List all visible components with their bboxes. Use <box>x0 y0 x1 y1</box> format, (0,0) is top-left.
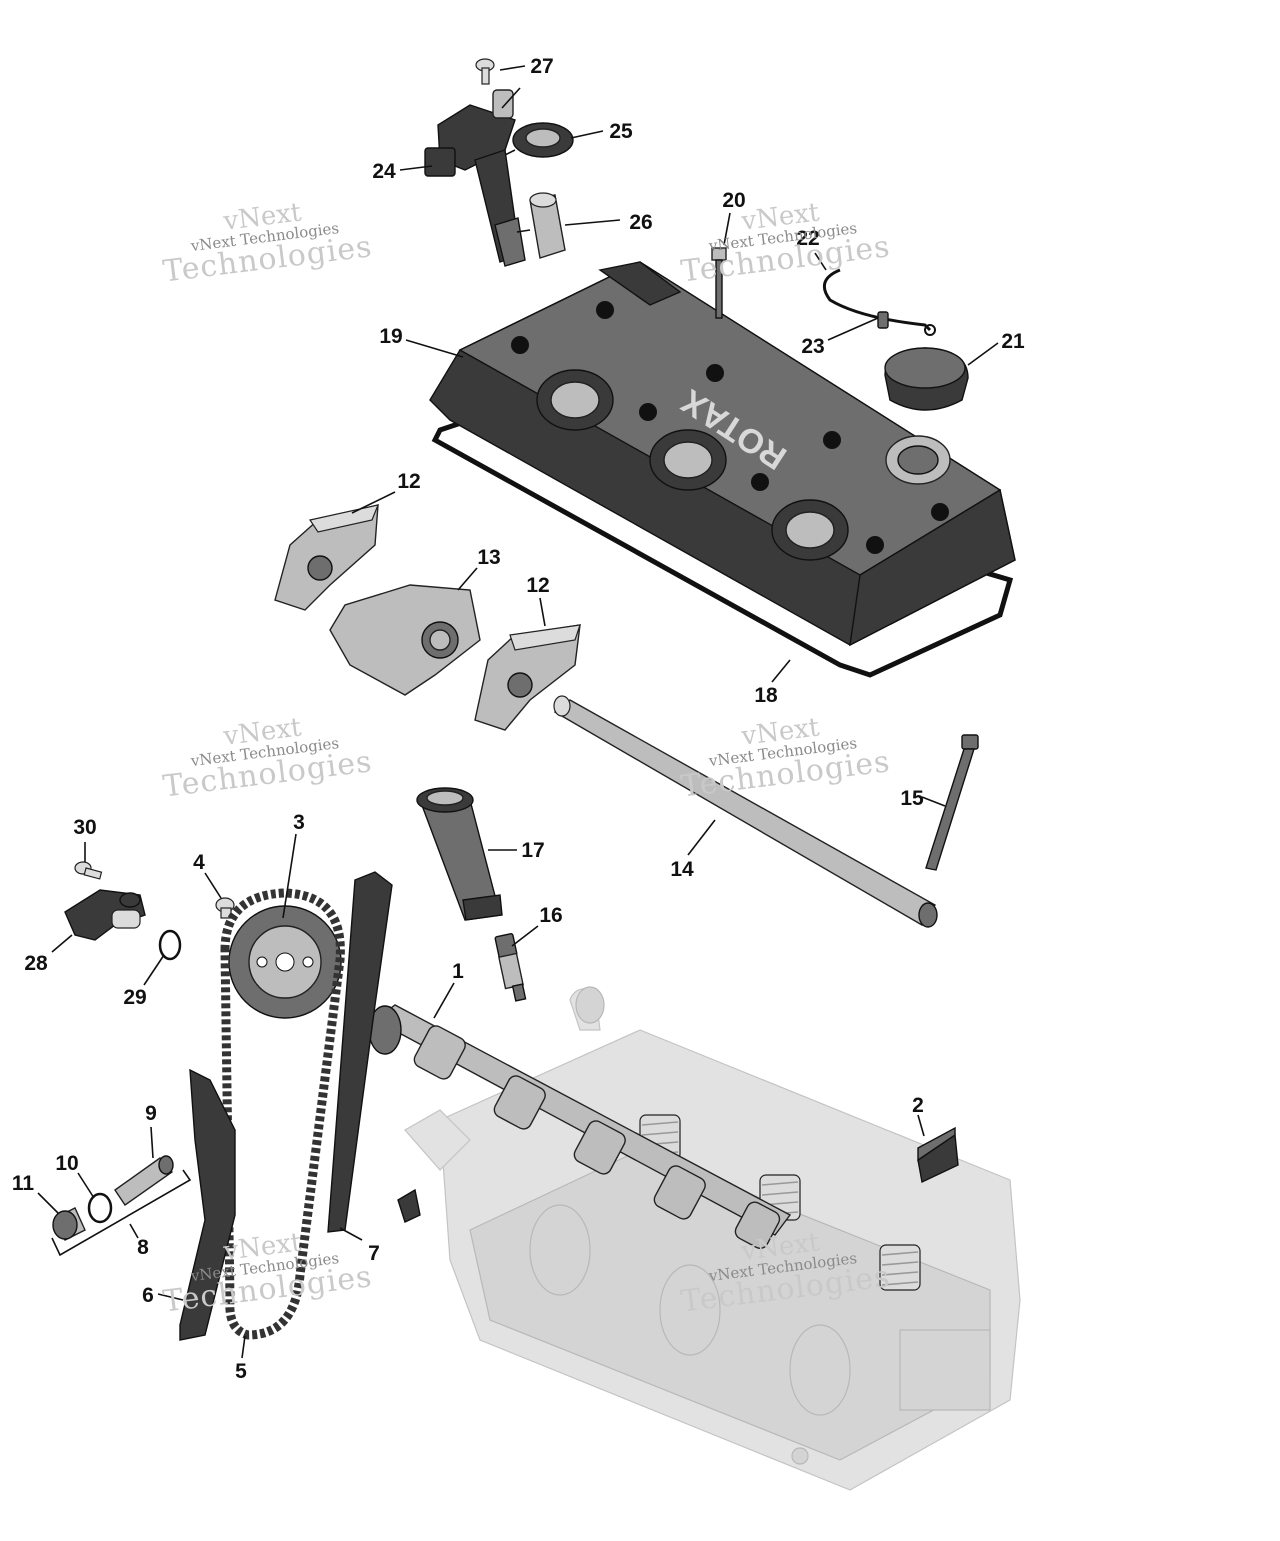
cam-sprocket <box>228 905 342 1019</box>
spark-plug-tube <box>416 787 503 921</box>
rocker-shaft <box>553 695 938 928</box>
sensor-bolt <box>74 861 103 880</box>
callout-5: 5 <box>235 1360 247 1383</box>
callout-30: 30 <box>73 816 96 839</box>
stud-bolt <box>711 247 727 319</box>
callout-25: 25 <box>609 120 633 143</box>
callout-22: 22 <box>796 227 819 250</box>
tensioner-plunger <box>114 1155 174 1206</box>
callout-3: 3 <box>293 811 305 834</box>
tensioner-guide <box>179 1068 236 1341</box>
callout-1: 1 <box>452 960 464 983</box>
callout-15: 15 <box>900 787 924 810</box>
callout-7: 7 <box>368 1242 380 1265</box>
oil-filler-cap <box>884 347 969 411</box>
sprocket-bolt <box>215 897 235 919</box>
long-bolt <box>925 734 979 871</box>
callout-21: 21 <box>1001 330 1025 353</box>
callouts: 1 2 3 4 5 6 7 8 9 10 11 12 12 13 14 15 1… <box>12 55 1025 1383</box>
leader-lines <box>37 65 999 1359</box>
callout-24: 24 <box>372 160 396 183</box>
callout-2: 2 <box>912 1094 924 1117</box>
callout-27: 27 <box>530 55 553 78</box>
chain-guide <box>327 871 393 1233</box>
rocker-arm-right <box>474 624 581 731</box>
callout-12b: 12 <box>526 574 549 597</box>
coil-boot <box>529 192 566 259</box>
timing-chain <box>220 888 345 1340</box>
callout-11: 11 <box>12 1172 35 1195</box>
valve-spring-3 <box>879 1244 921 1291</box>
sensor-o-ring <box>158 929 182 961</box>
rocker-arm-left <box>274 504 379 611</box>
tensioner-assembly-bracket <box>51 1169 192 1257</box>
valve-cover: ROTAX <box>429 261 1016 647</box>
coil-bolt <box>475 58 495 85</box>
ignition-coil <box>424 89 526 267</box>
tensioner-plug <box>52 1207 86 1241</box>
callout-8: 8 <box>137 1236 149 1259</box>
callout-16: 16 <box>539 904 562 927</box>
callout-29: 29 <box>123 986 146 1009</box>
tether-clip <box>877 311 889 329</box>
callout-19: 19 <box>379 325 402 348</box>
coil-seal <box>512 122 574 158</box>
callout-20: 20 <box>722 189 745 212</box>
camshaft-position-sensor <box>64 889 146 941</box>
callout-23: 23 <box>801 335 824 358</box>
callout-10: 10 <box>55 1152 78 1175</box>
callout-14: 14 <box>670 858 694 881</box>
tensioner-o-ring <box>87 1192 113 1224</box>
callout-26: 26 <box>629 211 652 234</box>
head-sensor <box>397 1188 421 1223</box>
callout-6: 6 <box>142 1284 154 1307</box>
callout-12a: 12 <box>397 470 420 493</box>
rocker-arm-center <box>329 584 481 696</box>
camshaft <box>368 1004 792 1249</box>
callout-9: 9 <box>145 1102 157 1125</box>
callout-18: 18 <box>754 684 778 707</box>
callout-28: 28 <box>24 952 48 975</box>
spark-plug <box>494 933 527 1002</box>
callout-4: 4 <box>193 851 205 874</box>
tether-strap <box>822 268 932 332</box>
rubber-pad <box>917 1126 959 1184</box>
callout-13: 13 <box>477 546 500 569</box>
callout-17: 17 <box>521 839 544 862</box>
